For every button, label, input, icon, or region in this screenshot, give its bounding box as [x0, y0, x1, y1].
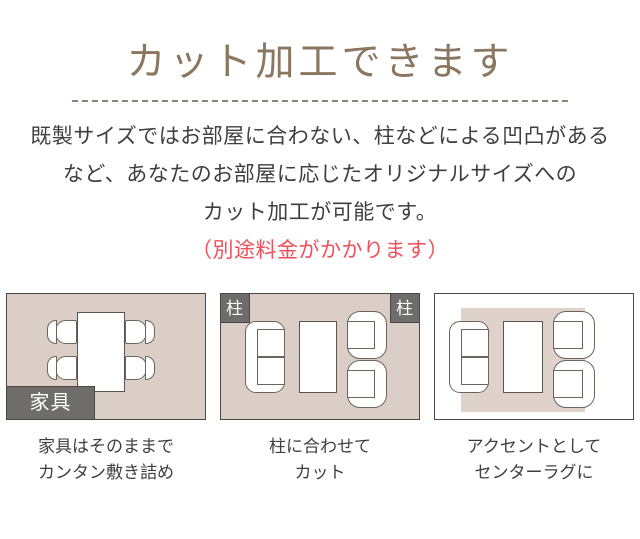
panel-caption-3: アクセントとして センターラグに — [434, 434, 634, 486]
tag-pillar-right: 柱 — [390, 294, 419, 323]
dining-chair-arm-left-top — [47, 320, 57, 344]
panel-caption-2-line1: 柱に合わせて — [269, 437, 371, 456]
dining-table — [77, 312, 125, 392]
armchair-top-seat — [347, 321, 375, 349]
panel-caption-1-line1: 家具はそのままで — [38, 437, 174, 456]
panel-column-3: アクセントとして センターラグに — [434, 293, 634, 486]
lead-note-extra-fee: （別途料金がかかります） — [191, 238, 449, 262]
dining-chair-arm-left-bottom — [47, 356, 57, 380]
panel-pillar-cut-room: 柱 柱 — [220, 293, 420, 420]
panel-caption-3-line2: センターラグに — [474, 463, 594, 482]
sofa-seat-bottom — [257, 357, 285, 385]
panel-caption-1-line2: カンタン敷き詰め — [38, 463, 174, 482]
sofa-seat-top — [257, 329, 285, 357]
tag-pillar-left: 柱 — [221, 294, 250, 323]
center-table — [299, 321, 337, 393]
panel-fill-room: 家具 — [6, 293, 206, 420]
panel-caption-3-line1: アクセントとして — [466, 437, 602, 456]
dining-chair-arm-right-top — [145, 320, 155, 344]
panel-caption-1: 家具はそのままで カンタン敷き詰め — [6, 434, 206, 486]
panel-column-1: 家具 家具はそのままで カンタン敷き詰め — [6, 293, 206, 486]
dining-chair-left-top — [55, 320, 77, 344]
tag-furniture: 家具 — [7, 386, 95, 419]
panel-caption-2: 柱に合わせて カット — [220, 434, 420, 486]
dashed-divider — [72, 99, 568, 102]
armchair-bottom-seat — [553, 370, 583, 398]
dining-chair-arm-right-bottom — [145, 356, 155, 380]
dining-chair-right-bottom — [125, 356, 147, 380]
center-table — [503, 321, 543, 393]
page-title: カット加工できます — [126, 41, 514, 84]
sofa-seat-top — [461, 329, 489, 357]
sofa-seat-bottom — [461, 357, 489, 385]
armchair-top-seat — [553, 321, 583, 349]
panel-accent-rug-room — [434, 293, 634, 420]
dining-chair-right-top — [125, 320, 147, 344]
armchair-bottom-seat — [347, 370, 375, 398]
dining-chair-left-bottom — [55, 356, 77, 380]
lead-copy: 既製サイズではお部屋に合わない、柱などによる凹凸がある など、あなたのお部屋に応… — [0, 118, 640, 270]
lead-line-2: など、あなたのお部屋に応じたオリジナルサイズへの — [62, 162, 578, 186]
lead-line-1: 既製サイズではお部屋に合わない、柱などによる凹凸がある — [30, 124, 610, 148]
header: カット加工できます — [0, 0, 640, 102]
lead-line-3: カット加工が可能です。 — [202, 200, 438, 224]
panel-column-2: 柱 柱 柱に合わせて カット — [220, 293, 420, 486]
panel-row: 家具 家具はそのままで カンタン敷き詰め 柱 柱 柱に合わせて — [0, 293, 640, 486]
panel-caption-2-line2: カット — [294, 463, 346, 482]
